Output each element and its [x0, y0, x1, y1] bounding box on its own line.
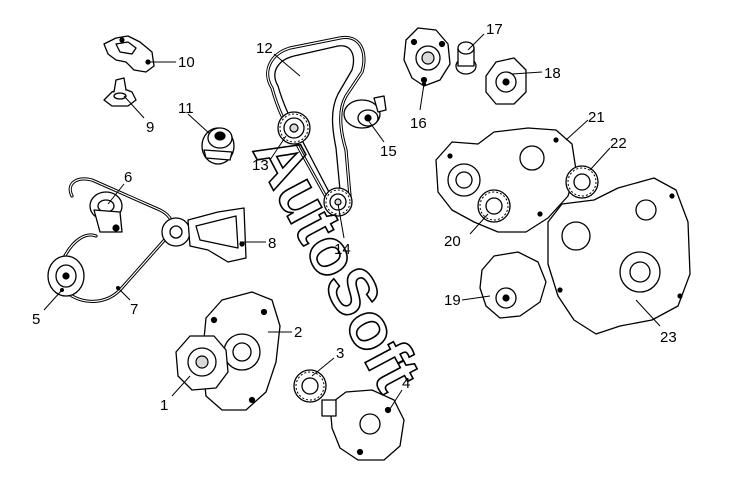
callout-7: 7 — [116, 286, 138, 318]
part-8-bracket — [161, 207, 247, 263]
part-22-pulley — [565, 165, 599, 199]
callout-14: 14 — [334, 203, 351, 258]
callout-1-label: 1 — [160, 397, 168, 414]
callout-22: 22 — [589, 135, 627, 171]
part-21-cover — [435, 127, 577, 233]
callout-5-label: 5 — [32, 311, 40, 328]
callout-15: 15 — [367, 119, 397, 160]
callout-3-label: 3 — [336, 345, 344, 362]
part-18-rotor — [485, 57, 527, 105]
callout-4: 4 — [387, 375, 410, 413]
part-7-drive-belt — [59, 177, 174, 303]
callout-10: 10 — [150, 54, 195, 71]
callout-16-label: 16 — [410, 115, 427, 132]
callout-2: 2 — [268, 324, 302, 341]
part-5-crank-pulley — [47, 255, 85, 297]
part-10-bracket — [103, 35, 155, 73]
callout-9-label: 9 — [146, 119, 154, 136]
callout-12: 12 — [256, 40, 301, 77]
callout-15-label: 15 — [380, 143, 397, 160]
callout-8: 8 — [240, 235, 276, 252]
callout-18: 18 — [511, 65, 561, 82]
callout-6-label: 6 — [124, 169, 132, 186]
callout-21-label: 21 — [588, 109, 605, 126]
callout-4-label: 4 — [402, 375, 410, 392]
callout-7-label: 7 — [130, 301, 138, 318]
part-1-pump — [175, 335, 229, 391]
callout-20-label: 20 — [444, 233, 461, 250]
callout-11: 11 — [178, 100, 211, 135]
callout-16: 16 — [410, 82, 427, 132]
callout-19: 19 — [444, 292, 491, 309]
part-16-housing — [403, 27, 451, 87]
callout-13-label: 13 — [252, 157, 269, 174]
part-15-idler — [343, 95, 387, 129]
callout-11-label: 11 — [178, 100, 194, 117]
callout-23-label: 23 — [660, 329, 677, 346]
callout-17: 17 — [467, 21, 503, 51]
part-19-seal — [479, 251, 547, 319]
callout-22-label: 22 — [610, 135, 627, 152]
callout-10-label: 10 — [178, 54, 195, 71]
callout-3: 3 — [311, 345, 344, 377]
callout-23: 23 — [635, 299, 677, 346]
callout-8-label: 8 — [268, 235, 276, 252]
callout-18-label: 18 — [544, 65, 561, 82]
callout-12-label: 12 — [256, 40, 273, 57]
callout-2-label: 2 — [294, 324, 302, 341]
callout-19-label: 19 — [444, 292, 461, 309]
callout-17-label: 17 — [486, 21, 503, 38]
part-4-injection-pump — [321, 389, 405, 461]
callout-9: 9 — [123, 95, 154, 136]
part-6-tensioner — [89, 191, 123, 233]
callout-6: 6 — [107, 169, 132, 205]
part-11-tensioner — [201, 127, 235, 165]
part-23-front-cover — [547, 177, 691, 335]
callout-13: 13 — [252, 135, 287, 174]
callout-5: 5 — [32, 288, 64, 328]
callout-14-label: 14 — [334, 241, 351, 258]
part-9-mount — [103, 77, 137, 107]
callout-1: 1 — [160, 375, 191, 414]
part-17-bush — [455, 41, 477, 75]
callout-20: 20 — [444, 213, 489, 250]
part-20-gear — [477, 189, 511, 223]
part-3-gear — [293, 369, 327, 403]
callout-21: 21 — [565, 109, 605, 141]
part-12-timing-belt — [266, 35, 366, 212]
part-14-pulley — [323, 187, 353, 217]
